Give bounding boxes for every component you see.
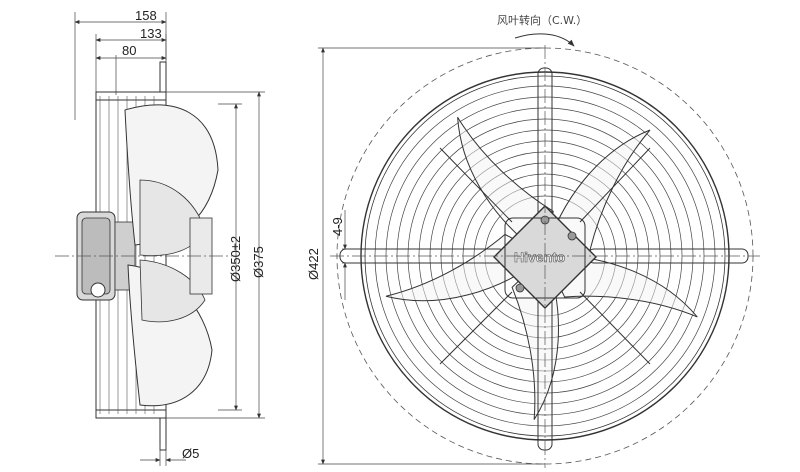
front-view: 风叶转向（C.W.） Hivento [306, 13, 760, 468]
cable-gland-icon [90, 282, 106, 298]
diameter-dimensions: Ø350±2 Ø375 [166, 91, 266, 419]
dim-blade-diameter: Ø350±2 [228, 236, 243, 282]
blade-profile [124, 104, 219, 407]
side-view: 158 133 80 [55, 8, 266, 466]
dim-guard-diameter: Ø422 [306, 248, 321, 280]
dim-guard-depth: 133 [140, 26, 162, 41]
rotation-label: 风叶转向（C.W.） [497, 13, 587, 27]
fan-blade [544, 255, 698, 318]
dim-mount-diameter: Ø375 [251, 246, 266, 278]
slot-dimension: 4-9 [330, 210, 350, 300]
guard-diameter-dimension: Ø422 [306, 47, 545, 465]
dim-mount-depth: 80 [122, 43, 136, 58]
hole-dimension: Ø5 [140, 445, 199, 466]
fan-blade [544, 129, 651, 257]
brand-logo: Hivento [514, 249, 565, 265]
dim-hole: Ø5 [182, 446, 199, 461]
depth-dimensions: 158 133 80 [74, 8, 167, 120]
dim-overall-depth: 158 [135, 8, 157, 23]
dim-slot: 4-9 [330, 217, 345, 236]
rotation-arrow-icon [514, 33, 575, 47]
